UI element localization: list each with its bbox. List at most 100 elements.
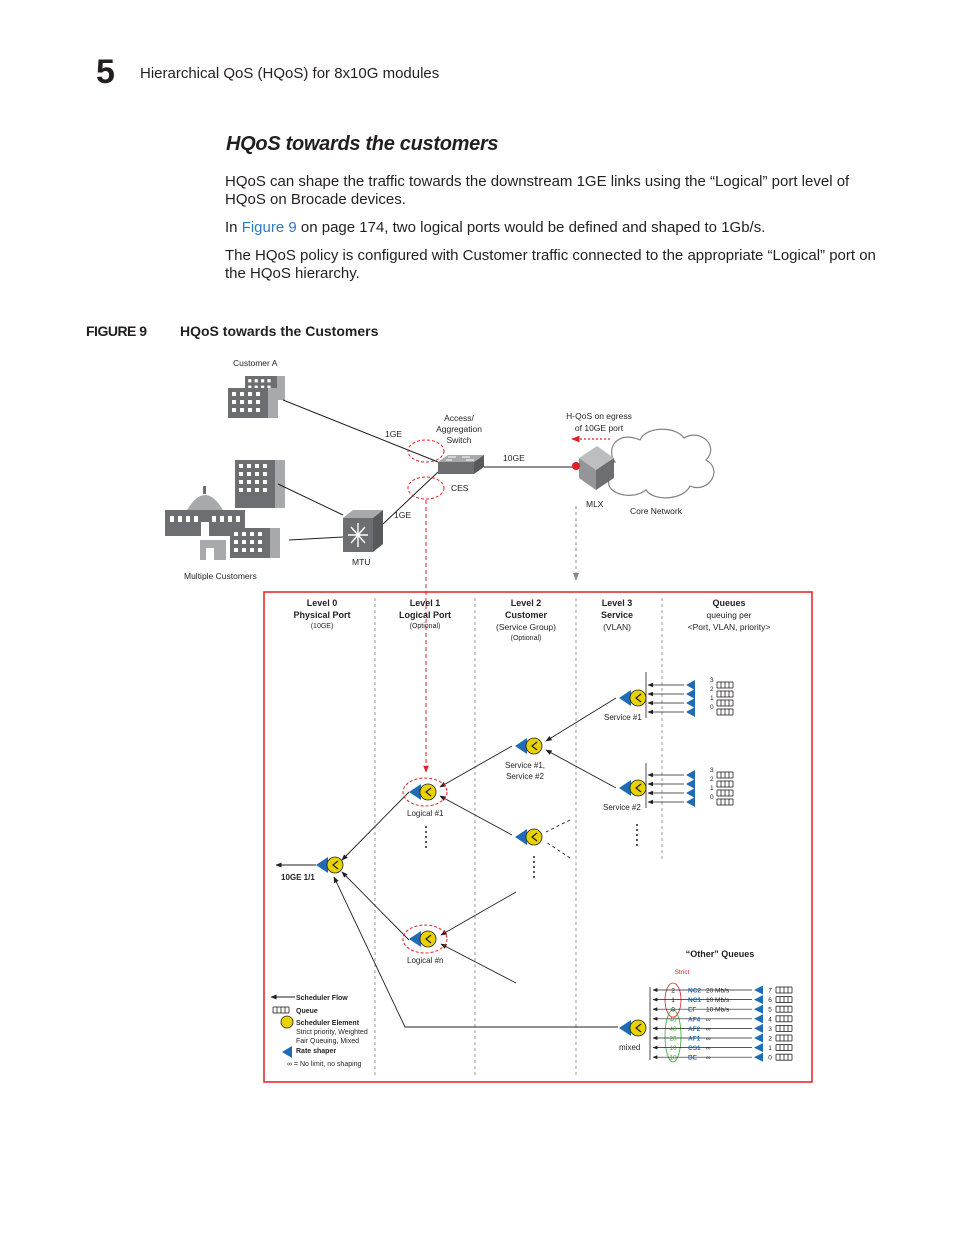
queue-weight: 2 — [671, 988, 675, 995]
queue-rate: ∞ — [706, 1016, 711, 1023]
rate-shaper-icon — [754, 1043, 763, 1053]
paragraph-1: HQoS can shape the traffic towards the d… — [225, 173, 850, 208]
rate-shaper-icon — [754, 1014, 763, 1024]
queue-weight: 10 — [669, 1055, 677, 1062]
level2-title2: Customer — [505, 610, 548, 620]
customer-scheduler-icon — [514, 737, 543, 755]
port-scheduler-icon — [315, 856, 344, 874]
section-title: HQoS towards the customers — [226, 133, 499, 155]
flow-customer2-to-logical1 — [439, 795, 513, 836]
level1-title2: Logical Port — [399, 610, 451, 620]
s1-queue-1: 1 — [710, 695, 714, 702]
figure-label: FIGURE 9 — [86, 323, 147, 339]
figure-link[interactable]: Figure 9 — [241, 219, 297, 236]
customer-a-label: Customer A — [233, 358, 278, 368]
paragraph-2-post: on page 174, two logical ports would be … — [296, 219, 766, 236]
customer-label-1: Service #1, — [505, 761, 545, 770]
flow-dashed-a — [545, 819, 571, 833]
queue-index: 0 — [768, 1055, 772, 1062]
service1-label: Service #1 — [604, 713, 642, 722]
legend-element-label: Scheduler Element — [296, 1020, 360, 1027]
legend-queue-label: Queue — [296, 1008, 318, 1015]
queues-sub1: queuing per — [707, 610, 752, 620]
s2-queue-1: 1 — [710, 785, 714, 792]
access-switch-label-2: Aggregation — [436, 424, 482, 434]
wfq-group-marker — [664, 1009, 682, 1063]
legend-element-icon — [280, 1015, 294, 1029]
logicaln-scheduler-icon — [408, 930, 437, 948]
queue-icon — [775, 1005, 793, 1013]
queue-icon — [775, 1015, 793, 1023]
queue-icon — [775, 1044, 793, 1051]
queues-title: Queues — [712, 598, 745, 608]
hqos-egress-label-2: of 10GE port — [575, 423, 624, 433]
hqos-egress-label-1: H-QoS on egress — [566, 411, 632, 421]
level0-title2: Physical Port — [293, 610, 350, 620]
flow-dashed-b — [545, 841, 571, 859]
mlx-router-icon — [579, 446, 614, 490]
logicaln-marker — [402, 924, 448, 954]
level2-title1: Level 2 — [511, 598, 542, 608]
port-label: 10GE 1/1 — [281, 873, 315, 882]
rate-shaper-icon — [754, 995, 763, 1005]
flow-mixed-to-port — [333, 876, 618, 1028]
s2-queue-3: 3 — [710, 767, 714, 774]
rate-shaper-icon — [754, 1033, 763, 1043]
queue-class: NC2 — [688, 988, 701, 995]
queue-class: EF — [688, 1007, 696, 1014]
queue-icon — [775, 986, 793, 994]
paragraph-2: In Figure 9 on page 174, two logical por… — [225, 219, 885, 237]
queue-weight: 40 — [669, 1016, 677, 1023]
queue-icon — [775, 1025, 793, 1032]
level2-sub1: (Service Group) — [496, 622, 556, 632]
level0-title1: Level 0 — [307, 598, 338, 608]
legend-flow-label: Scheduler Flow — [296, 995, 348, 1002]
core-network-cloud-icon — [600, 428, 715, 499]
queue-icon — [775, 996, 793, 1003]
flow-logicaln-to-port — [341, 871, 410, 941]
level1-title1: Level 1 — [410, 598, 441, 608]
queue-index: 6 — [768, 997, 772, 1004]
legend-element-desc1: Strict priority, Weighted — [296, 1029, 368, 1036]
queue-index: 7 — [768, 988, 772, 995]
flow-to-logicaln-a — [440, 891, 517, 936]
link-1ge-a-label: 1GE — [385, 429, 402, 439]
logical1-marker — [402, 777, 448, 807]
flow-service1-to-customer — [545, 697, 617, 742]
legend: Scheduler Flow Queue Scheduler Element S… — [270, 994, 368, 1068]
queue-icon — [775, 1053, 793, 1061]
queue-index: 1 — [768, 1045, 772, 1052]
customer-a-building-icon — [228, 376, 285, 418]
logicaln-label: Logical #n — [407, 956, 443, 965]
ces-switch-icon — [438, 455, 484, 474]
legend-nolimit-label: ∞ = No limit, no shaping — [287, 1061, 362, 1068]
rate-shaper-icon — [754, 1023, 763, 1033]
queue-class: AF1 — [688, 1036, 701, 1043]
service2-scheduler-icon — [618, 779, 647, 797]
running-header: Hierarchical QoS (HQoS) for 8x10G module… — [140, 65, 440, 82]
level1-sub: (Optional) — [410, 623, 441, 630]
queue-weight: 40 — [669, 1026, 677, 1033]
legend-element-desc2: Fair Queuing, Mixed — [296, 1038, 359, 1045]
flow-service2-to-customer — [545, 749, 617, 789]
access-switch-label-3: Switch — [446, 435, 471, 445]
queue-rate: ∞ — [706, 1036, 711, 1043]
figure-title: HQoS towards the Customers — [180, 323, 379, 339]
queue-class: AF2 — [688, 1026, 701, 1033]
strict-group-marker — [664, 982, 682, 1018]
mixed-label: mixed — [619, 1043, 640, 1052]
s2-queue-2: 2 — [710, 776, 714, 783]
level-dividers — [374, 598, 663, 1076]
hqos-hierarchy-frame — [263, 591, 813, 1083]
legend-queue-icon — [272, 1006, 290, 1014]
queues-sub2: <Port, VLAN, priority> — [688, 622, 771, 632]
multiple-customers-building-icon — [165, 460, 285, 560]
queue-rate: ∞ — [706, 1026, 711, 1033]
